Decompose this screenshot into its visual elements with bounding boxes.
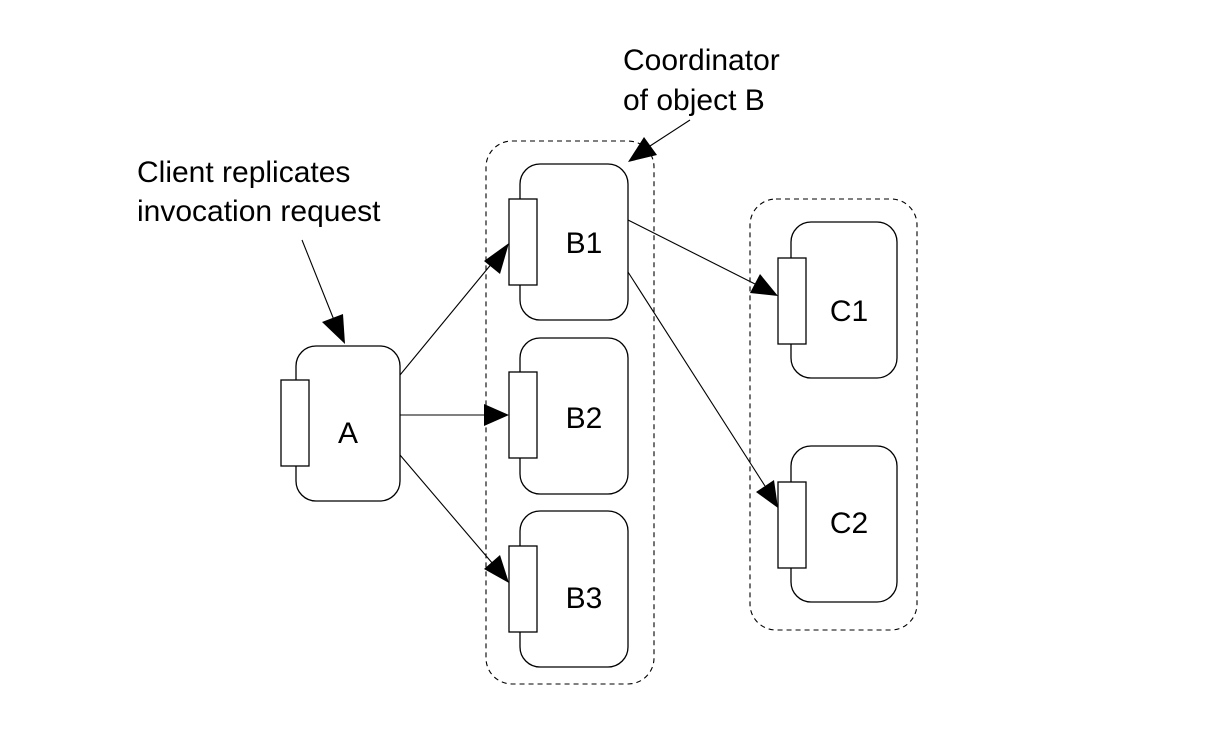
object-c1: C1 [777, 221, 898, 379]
object-b3-label: B3 [566, 582, 603, 615]
group-c [749, 198, 918, 631]
client-note-line2: invocation request [137, 195, 381, 228]
arrow-b1-to-c1 [627, 219, 778, 296]
arrow-a-to-b2 [400, 404, 509, 426]
object-a-port [280, 379, 310, 467]
object-c1-label: C1 [830, 295, 868, 328]
arrow-client-note [301, 239, 345, 344]
object-b3: B3 [508, 510, 629, 668]
object-a: A [280, 345, 401, 502]
arrow-a-to-b1 [399, 243, 509, 376]
object-c2: C2 [777, 445, 898, 603]
object-b3-port [508, 545, 538, 633]
coordinator-note-line1: Coordinator [623, 44, 780, 77]
object-b2-label: B2 [566, 402, 603, 435]
object-c2-port [777, 481, 807, 569]
object-a-label: A [338, 417, 358, 450]
coordinator-note-line2: of object B [623, 84, 765, 117]
object-b1-label: B1 [566, 227, 603, 260]
client-note-line1: Client replicates [137, 156, 350, 189]
object-b1: B1 [508, 163, 629, 321]
object-b2-port [508, 371, 538, 459]
arrow-coordinator-note [628, 119, 691, 162]
arrow-b1-to-c2 [627, 271, 778, 508]
object-c2-label: C2 [830, 507, 868, 540]
arrow-a-to-b3 [399, 454, 509, 583]
object-c1-port [777, 257, 807, 345]
object-b2: B2 [508, 337, 629, 495]
object-b1-port [508, 198, 538, 286]
